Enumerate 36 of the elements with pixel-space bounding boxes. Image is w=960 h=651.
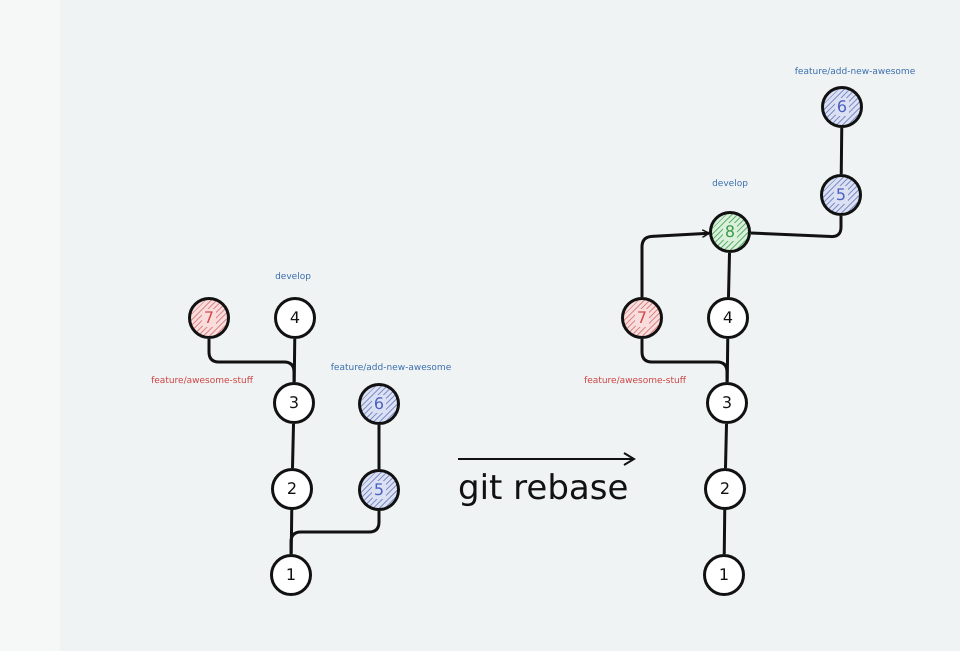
commit-circle: 8 xyxy=(709,211,751,253)
commit-circle: 1 xyxy=(703,554,745,596)
commit-line xyxy=(722,510,726,554)
commit-circle: 3 xyxy=(273,382,315,424)
branch-label: develop xyxy=(712,179,748,189)
commit-line xyxy=(640,228,710,297)
commit-circle: 5 xyxy=(820,174,862,216)
branch-label: feature/add-new-awesome xyxy=(330,363,452,373)
commit-line xyxy=(291,424,295,468)
command-label: git rebase xyxy=(458,468,628,508)
branch-label: feature/awesome-stuff xyxy=(584,376,686,386)
commit-circle: 7 xyxy=(188,297,230,339)
commit-circle: 7 xyxy=(621,297,663,339)
commit-circle: 5 xyxy=(358,469,400,511)
commit-circle: 2 xyxy=(704,468,746,510)
commit-circle: 6 xyxy=(358,383,400,425)
branch-label: develop xyxy=(275,272,311,282)
branch-label: feature/awesome-stuff xyxy=(151,376,253,386)
commit-circle: 3 xyxy=(706,382,748,424)
commit-line xyxy=(726,338,730,382)
commit-circle: 2 xyxy=(271,468,313,510)
branch-label: feature/add-new-awesome xyxy=(794,67,916,77)
commit-circle: 6 xyxy=(821,86,863,128)
commit-line xyxy=(208,339,296,382)
commit-circle: 1 xyxy=(270,554,312,596)
commit-line xyxy=(724,424,728,468)
commit-line xyxy=(378,425,380,469)
commit-circle: 4 xyxy=(707,297,749,339)
commit-line xyxy=(750,216,842,238)
commit-line xyxy=(290,510,294,554)
commit-line xyxy=(290,511,380,554)
commit-line xyxy=(840,128,844,174)
commit-line xyxy=(292,338,296,382)
commit-circle: 4 xyxy=(274,297,316,339)
commit-line xyxy=(727,252,731,298)
commit-line xyxy=(640,339,728,382)
